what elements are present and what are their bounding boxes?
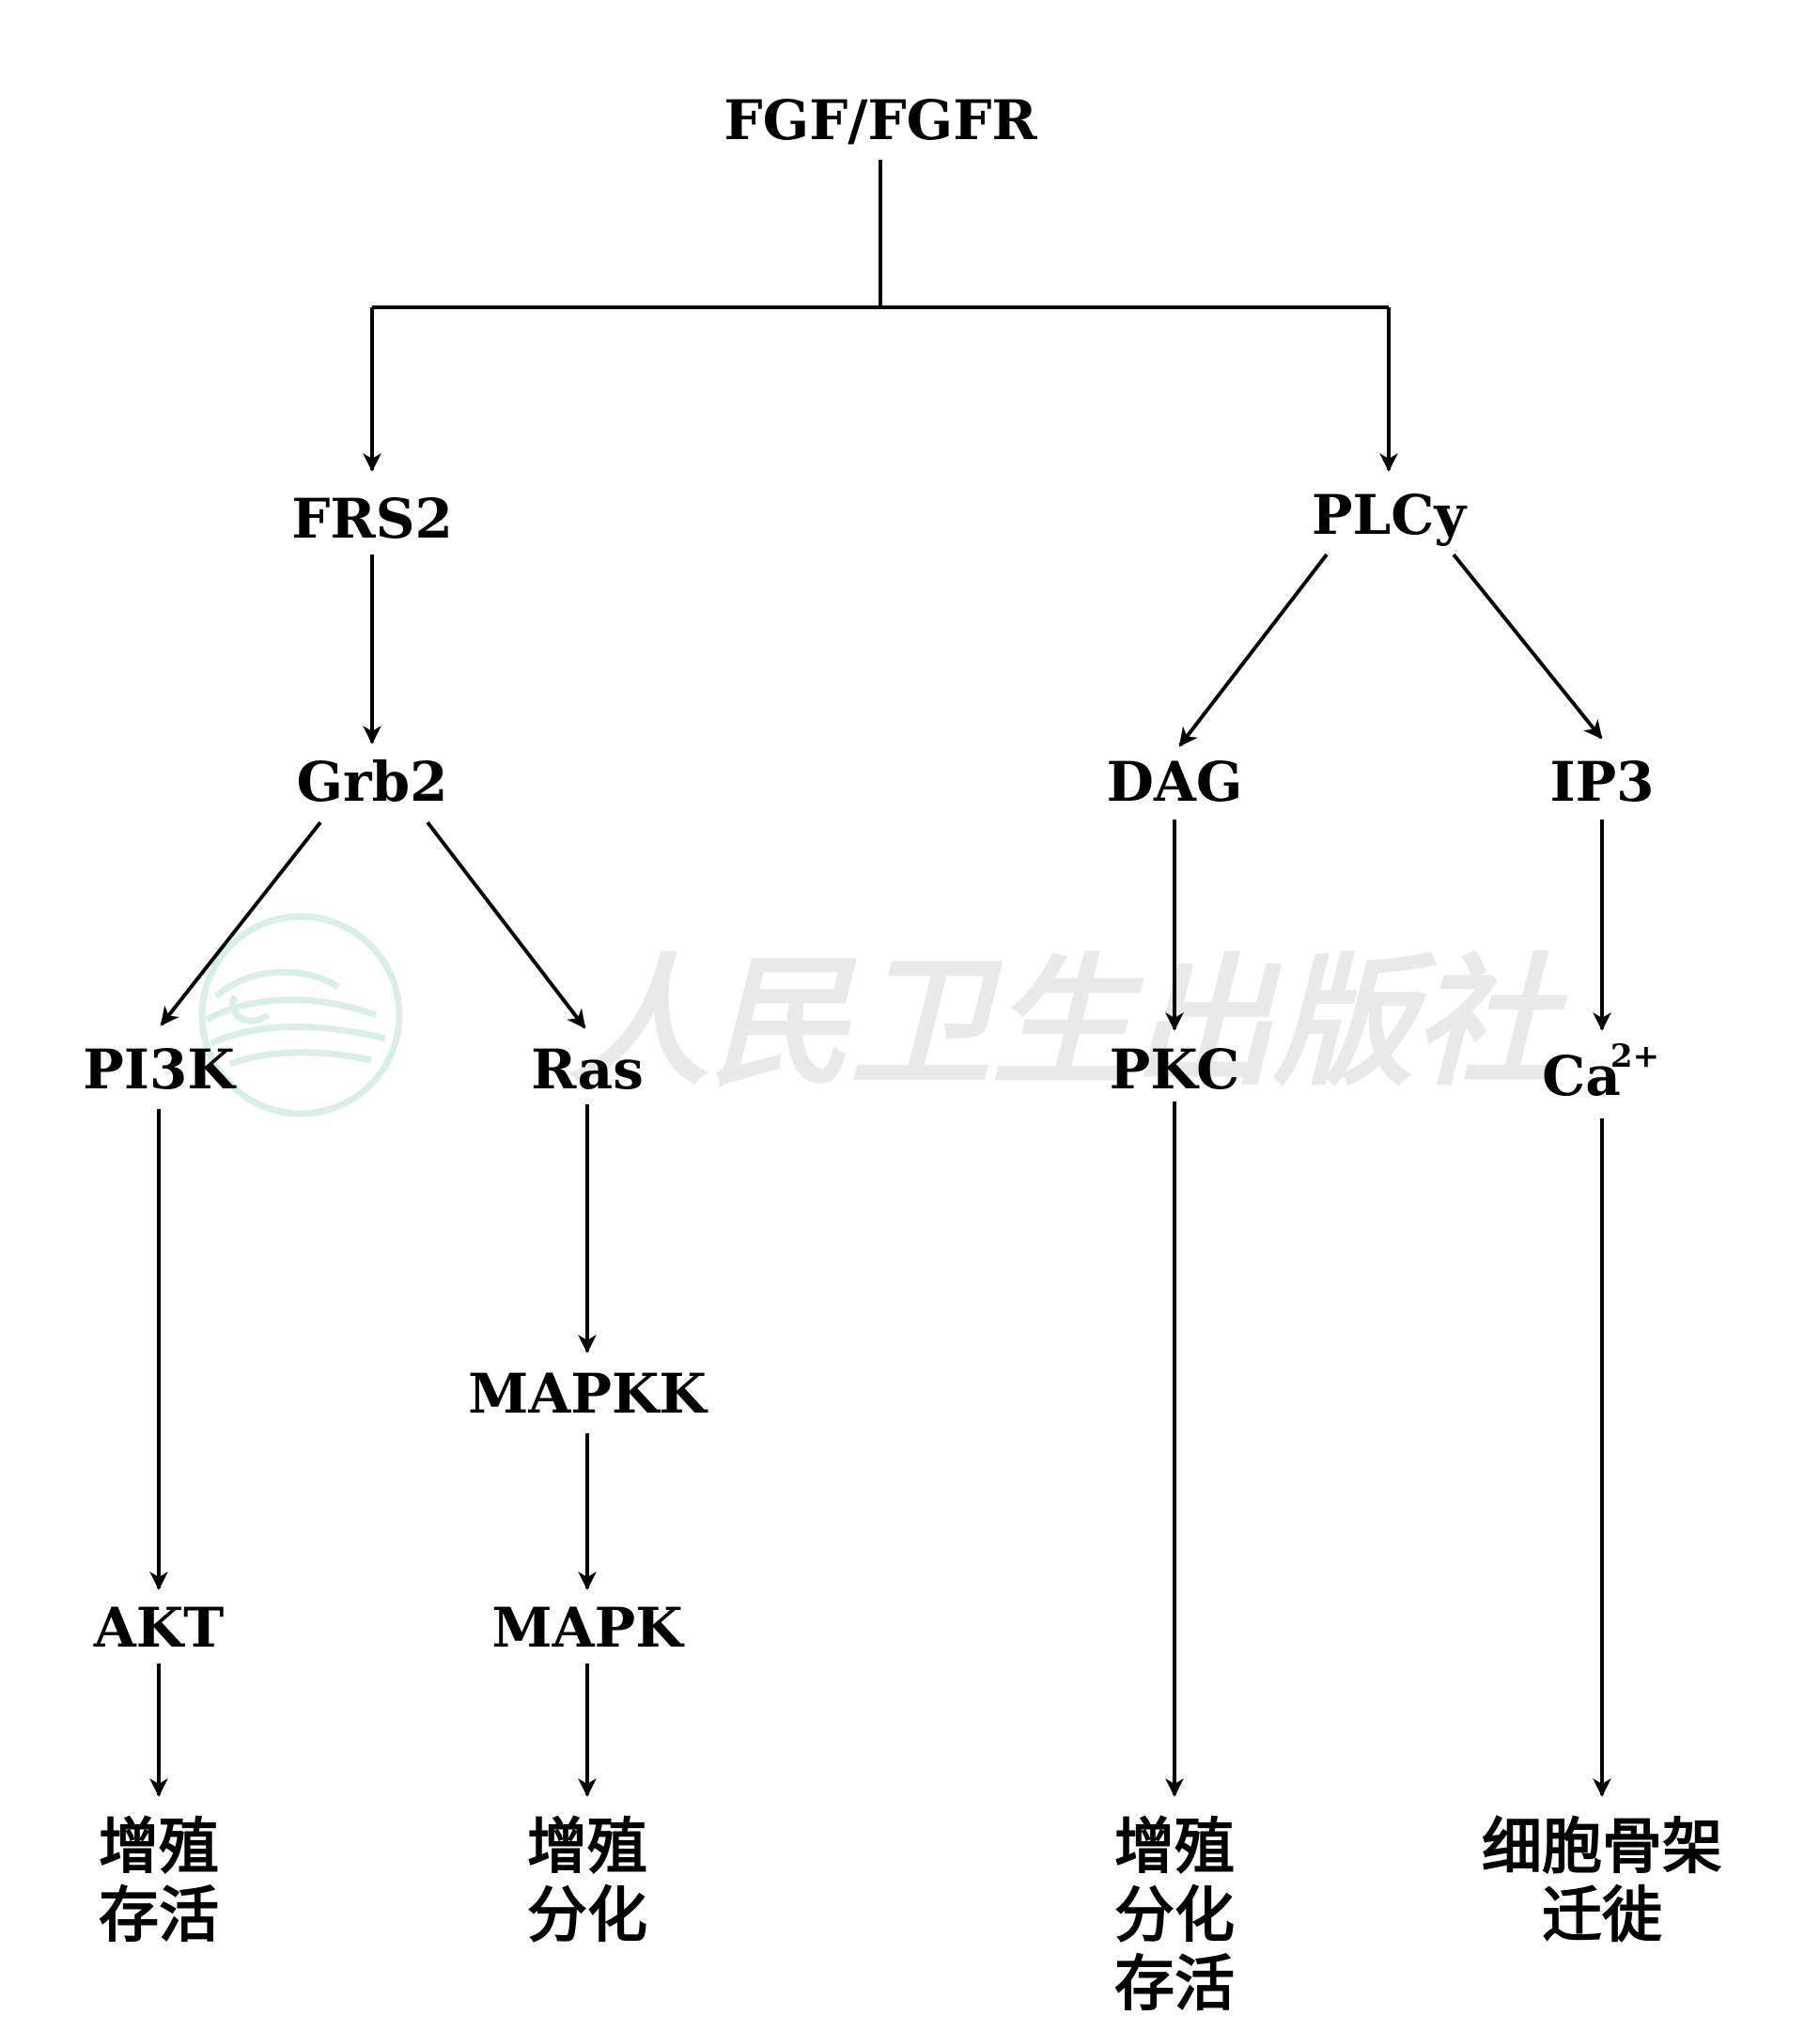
outcome-mapk: 增殖 分化 [527,1813,647,1951]
node-dag: DAG [1107,750,1243,814]
node-grb2: Grb2 [296,750,447,814]
node-mapkk: MAPKK [468,1362,708,1426]
watermark-text: 人民卫生出版社 [568,940,1568,1105]
outcome-akt: 增殖 存活 [99,1813,219,1951]
publisher-logo-icon [198,913,403,1117]
node-mapk: MAPK [491,1596,685,1660]
edges [149,160,1611,1797]
edge-plcy-dag [1178,553,1329,747]
node-ca-charge: 2+ [1610,1038,1659,1075]
node-pkc: PKC [1110,1038,1240,1101]
outcome-ca-line-2: 迁徙 [1542,1882,1662,1951]
outcome-pkc-line-2: 分化 [1114,1882,1235,1951]
outcome-pkc-line-1: 增殖 [1114,1813,1235,1883]
node-akt: AKT [93,1596,225,1660]
outcome-pkc: 增殖 分化 存活 [1114,1813,1235,2020]
outcome-pkc-line-3: 存活 [1114,1950,1235,2020]
node-ca: Ca 2+ [1542,1038,1659,1108]
outcome-akt-line-1: 增殖 [99,1813,219,1883]
node-ca-symbol: Ca [1542,1044,1621,1108]
watermark: 人民卫生出版社 [198,913,1568,1117]
edge-grb2-ras [426,820,586,1029]
outcome-ca: 细胞骨架 迁徙 [1482,1813,1722,1951]
node-fgf-fgfr: FGF/FGFR [723,88,1037,152]
outcome-ca-line-1: 细胞骨架 [1482,1813,1722,1883]
outcome-mapk-line-1: 增殖 [527,1813,647,1883]
node-pi3k: PI3K [83,1038,237,1101]
outcomes: 增殖 存活 增殖 分化 增殖 分化 存活 细胞骨架 迁徙 [99,1813,1722,2020]
edge-grb2-pi3k [160,820,322,1026]
node-frs2: FRS2 [291,487,453,551]
node-ras: Ras [531,1038,644,1101]
node-ip3: IP3 [1549,750,1654,814]
outcome-akt-line-2: 存活 [99,1882,219,1951]
node-plcy: PLCy [1312,483,1469,547]
nodes: FGF/FGFR FRS2 PLCy Grb2 DAG IP3 PI3K Ras… [83,88,1659,1660]
edge-plcy-ip3 [1452,553,1603,740]
outcome-mapk-line-2: 分化 [527,1882,647,1951]
